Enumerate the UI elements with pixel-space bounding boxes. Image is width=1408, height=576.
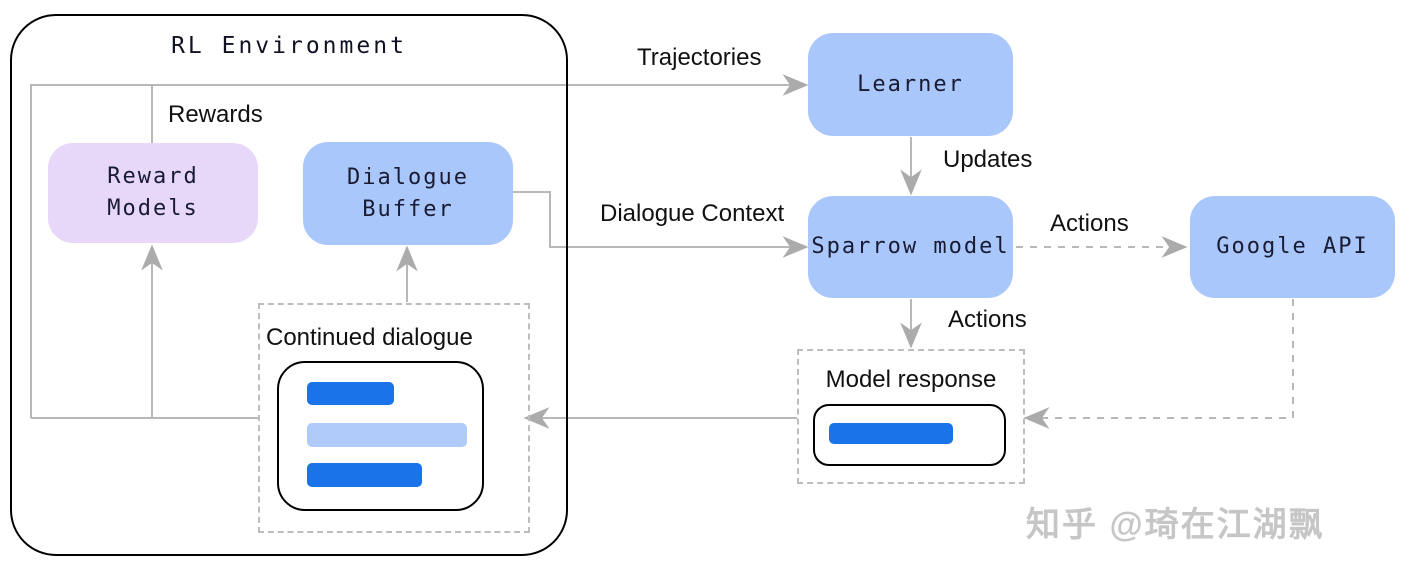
google-api-node: Google API — [1190, 196, 1395, 298]
continued-dialogue-group: Continued dialogue — [258, 303, 530, 533]
continued-dialogue-label: Continued dialogue — [266, 324, 473, 351]
zhihu-watermark: 知乎 @琦在江湖飘 — [1026, 506, 1325, 544]
trajectories-line — [30, 74, 809, 418]
dialogue-context-line — [513, 191, 809, 258]
actions-to-google-edge-label: Actions — [1050, 210, 1129, 237]
dialogue-buffer-node: Dialogue Buffer — [303, 142, 513, 245]
model-response-label: Model response — [825, 366, 997, 393]
continued-dialogue-card — [277, 361, 484, 511]
model-response-card — [813, 404, 1006, 466]
actions-to-response-edge-label: Actions — [948, 306, 1027, 333]
google-to-response-dashed-arrow — [1023, 299, 1294, 429]
dialogue-bar-1 — [307, 382, 394, 405]
rl-environment-box: RL Environment — [10, 14, 568, 556]
response-bar — [829, 423, 953, 444]
trajectories-edge-label: Trajectories — [637, 44, 762, 71]
rewards-edge-label: Rewards — [168, 101, 263, 128]
reward-models-node: Reward Models — [48, 143, 258, 243]
learner-node: Learner — [808, 33, 1013, 136]
model-response-group: Model response — [797, 349, 1025, 484]
dialogue-bar-2 — [307, 423, 467, 447]
dialogue-bar-3 — [307, 463, 422, 487]
updates-edge-label: Updates — [943, 146, 1033, 173]
rl-environment-title: RL Environment — [171, 33, 407, 59]
sparrow-model-node: Sparrow model — [808, 196, 1013, 298]
dialogue-context-edge-label: Dialogue Context — [600, 200, 785, 227]
